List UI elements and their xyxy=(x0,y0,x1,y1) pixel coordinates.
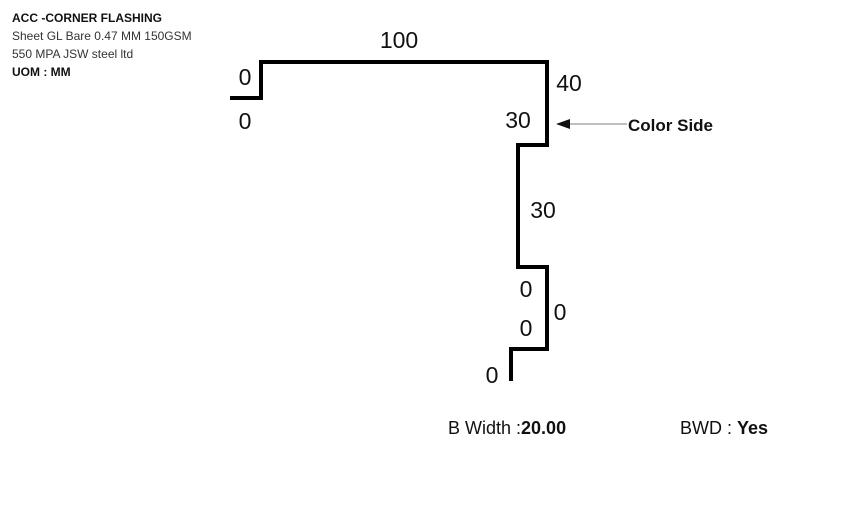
bwidth-value: 20.00 xyxy=(521,418,567,438)
uom-row: UOM : MM xyxy=(12,63,192,81)
flashing-profile-outline xyxy=(230,60,549,381)
color-side-arrow-head xyxy=(556,119,570,129)
dim-bottom-end: 0 xyxy=(486,362,499,388)
bwd-label: BWD : xyxy=(680,418,737,438)
dim-right-drop: 40 xyxy=(556,70,582,96)
color-side-label: Color Side xyxy=(628,116,713,135)
dim-lower-b: 0 xyxy=(520,315,533,341)
bwd-row: BWD : Yes xyxy=(680,418,768,439)
dim-right-step: 30 xyxy=(505,107,531,133)
dim-left-return-top: 0 xyxy=(239,64,252,90)
material-line-1: Sheet GL Bare 0.47 MM 150GSM xyxy=(12,29,192,43)
dim-top-length: 100 xyxy=(380,27,418,53)
bwidth-row: B Width :20.00 xyxy=(448,418,566,439)
bwd-value: Yes xyxy=(737,418,769,438)
dim-left-return-bottom: 0 xyxy=(239,108,252,134)
header-info: ACC -CORNER FLASHING Sheet GL Bare 0.47 … xyxy=(12,9,192,81)
dim-mid-drop: 30 xyxy=(530,197,556,223)
material-line-2: 550 MPA JSW steel ltd xyxy=(12,47,134,61)
dim-lower-c: 0 xyxy=(554,299,567,325)
drawing-title: ACC -CORNER FLASHING xyxy=(12,11,162,25)
bwidth-label: B Width : xyxy=(448,418,522,438)
dim-lower-a: 0 xyxy=(520,276,533,302)
uom-label: UOM : xyxy=(12,65,51,79)
uom-value: MM xyxy=(50,65,71,79)
